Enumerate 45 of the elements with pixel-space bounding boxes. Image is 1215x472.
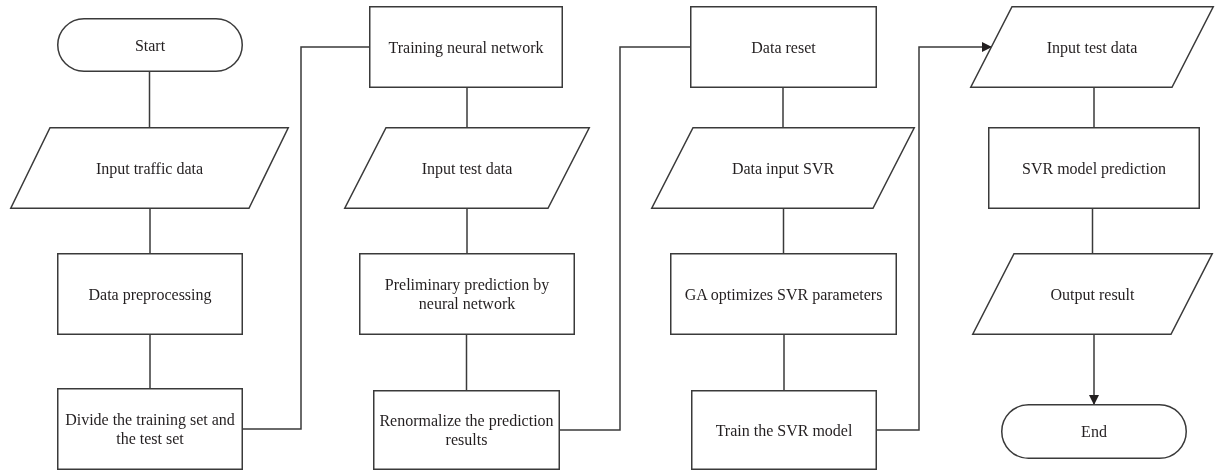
node-label: Input test data <box>420 158 514 178</box>
input-output-parallelogram <box>970 6 1214 88</box>
process-box <box>690 6 877 88</box>
node-label: Divide the training set and the test set <box>64 410 236 448</box>
connector-line <box>466 208 468 254</box>
connector-line <box>149 334 151 389</box>
connector-line <box>782 87 784 128</box>
input-output-parallelogram <box>972 253 1213 335</box>
node-label: Output result <box>1049 284 1136 304</box>
connector-line <box>466 87 468 128</box>
process-box <box>691 390 877 470</box>
arrow <box>1089 334 1099 405</box>
process-box <box>369 6 563 88</box>
node-label: End <box>1080 422 1108 441</box>
process-box <box>373 390 560 470</box>
connector-line <box>559 46 691 431</box>
arrow <box>876 42 992 431</box>
process-box <box>359 253 575 335</box>
connector-line <box>1093 87 1095 128</box>
process-box <box>57 253 243 335</box>
node-label: Data reset <box>750 37 817 57</box>
node-label: Data input SVR <box>730 158 836 178</box>
node-label: Training neural network <box>387 37 545 57</box>
node-label: Input traffic data <box>94 158 205 178</box>
node-label: SVR model prediction <box>1021 158 1167 178</box>
process-box <box>57 388 243 470</box>
input-output-parallelogram <box>651 127 915 209</box>
connector-line <box>148 71 151 128</box>
connector-line <box>242 46 370 430</box>
node-label: Input test data <box>1045 37 1139 57</box>
node-label: Train the SVR model <box>714 420 854 440</box>
connector-line <box>465 334 468 391</box>
input-output-parallelogram <box>344 127 590 209</box>
process-box <box>670 253 897 335</box>
connector-line <box>149 208 151 254</box>
node-label: Renormalize the prediction results <box>378 411 555 449</box>
connector-line <box>783 334 785 391</box>
process-box <box>988 127 1200 209</box>
connector-line <box>1091 208 1094 254</box>
node-label: Start <box>133 35 167 55</box>
node-label: Preliminary prediction by neural network <box>383 275 551 313</box>
node-label: Data preprocessing <box>87 284 213 304</box>
input-output-parallelogram <box>10 127 289 209</box>
node-label: GA optimizes SVR parameters <box>683 284 884 304</box>
connector-line <box>782 208 785 254</box>
